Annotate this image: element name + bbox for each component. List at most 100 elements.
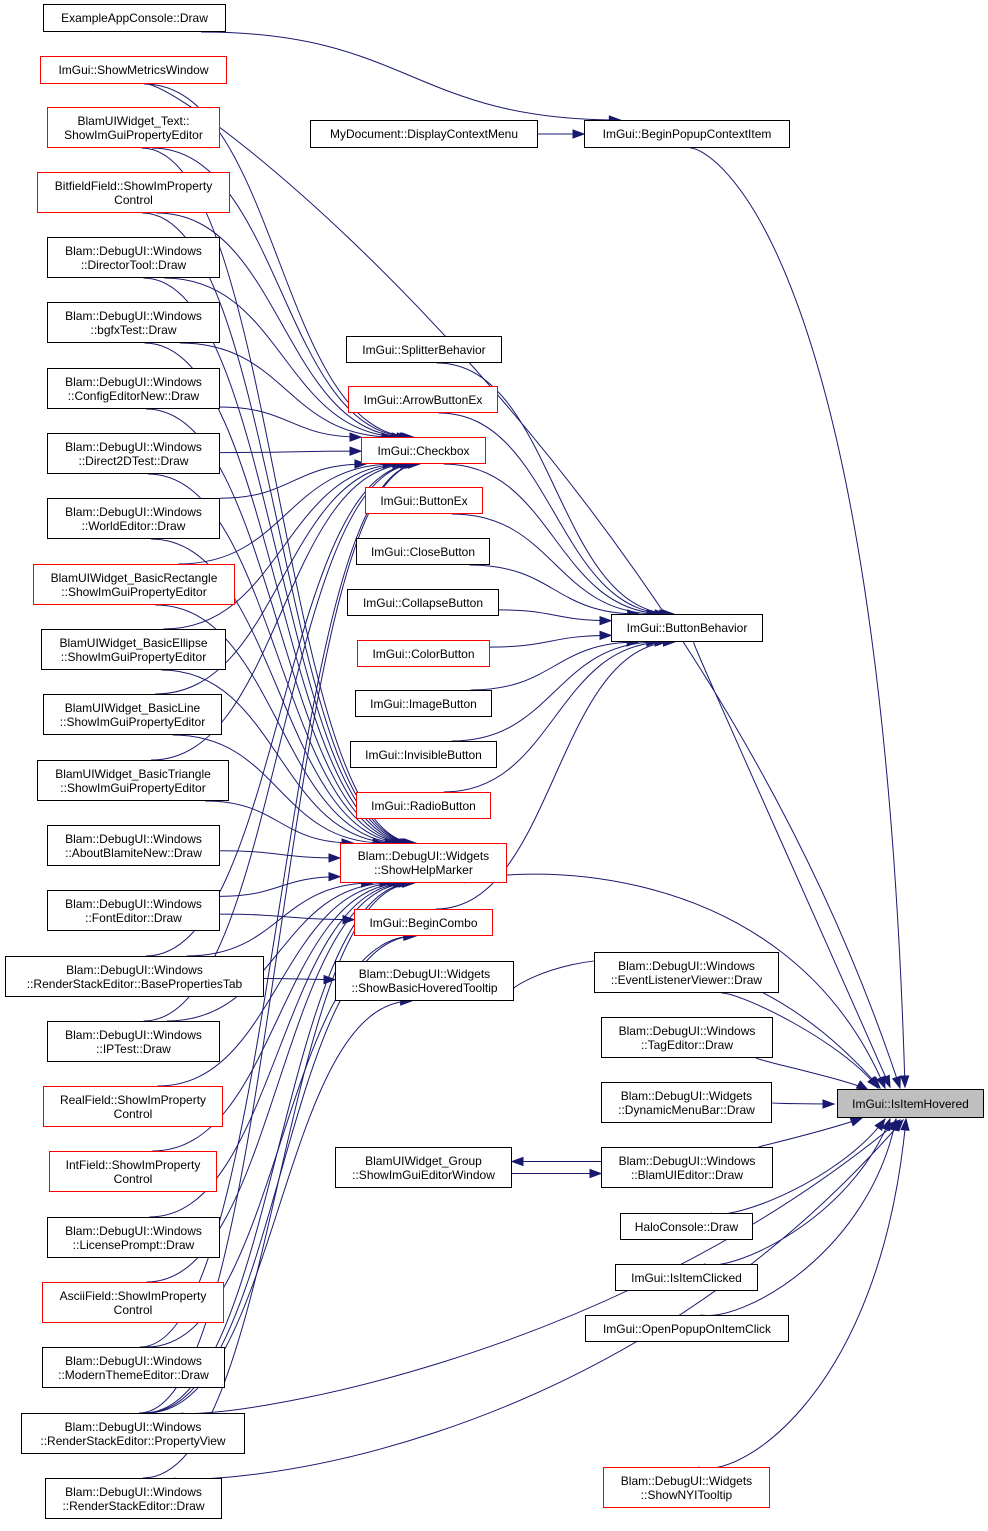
node-splitter-behavior[interactable]: ImGui::SplitterBehavior <box>346 336 502 363</box>
node-label: ImGui::IsItemClicked <box>631 1270 742 1285</box>
node-begin-combo[interactable]: ImGui::BeginCombo <box>354 909 493 936</box>
node-label: ImGui::CollapseButton <box>362 595 484 610</box>
node-show-basic-hovered-tooltip[interactable]: Blam::DebugUI::Widgets ::ShowBasicHovere… <box>335 961 514 1001</box>
edge-basic-triangle-to-checkbox <box>151 463 412 761</box>
node-label: Blam::DebugUI::Windows ::Direct2DTest::D… <box>65 439 202 468</box>
node-render-stack-draw[interactable]: Blam::DebugUI::Windows ::RenderStackEdit… <box>45 1478 222 1519</box>
edge-invisible-button-to-button-behavior <box>451 641 658 742</box>
node-my-document[interactable]: MyDocument::DisplayContextMenu <box>310 120 538 148</box>
node-direct2-d-test[interactable]: Blam::DebugUI::Windows ::Direct2DTest::D… <box>47 433 220 474</box>
node-checkbox[interactable]: ImGui::Checkbox <box>361 437 486 464</box>
node-open-popup-on-item-click[interactable]: ImGui::OpenPopupOnItemClick <box>585 1315 789 1342</box>
node-label: Blam::DebugUI::Windows ::ModernThemeEdit… <box>58 1353 209 1382</box>
node-is-item-clicked[interactable]: ImGui::IsItemClicked <box>615 1264 758 1291</box>
edge-direct2-d-test-to-checkbox <box>219 450 362 454</box>
node-font-editor[interactable]: Blam::DebugUI::Windows ::FontEditor::Dra… <box>47 890 220 931</box>
arrowhead-open-popup-on-item-click-to-focus <box>889 1117 899 1132</box>
edge-basic-rectangle-to-checkbox <box>178 463 395 565</box>
node-label: ImGui::ColorButton <box>372 646 475 661</box>
node-event-listener-viewer[interactable]: Blam::DebugUI::Windows ::EventListenerVi… <box>594 952 779 993</box>
node-label: ExampleAppConsole::Draw <box>61 11 208 25</box>
focus-node-is-item-hovered: ImGui::IsItemHovered <box>837 1089 984 1118</box>
node-label: Blam::DebugUI::Windows ::RenderStackEdit… <box>62 1484 205 1513</box>
edge-bgfx-test-to-checkbox <box>179 342 393 438</box>
node-label: RealField::ShowImProperty Control <box>59 1092 207 1121</box>
node-int-field[interactable]: IntField::ShowImProperty Control <box>49 1151 217 1192</box>
edge-ascii-field-to-show-help-marker <box>146 882 411 1283</box>
node-image-button[interactable]: ImGui::ImageButton <box>355 690 492 717</box>
node-basic-rectangle[interactable]: BlamUIWidget_BasicRectangle ::ShowImGuiP… <box>33 564 235 605</box>
node-label: ImGui::ImageButton <box>370 696 477 711</box>
node-ascii-field[interactable]: AsciiField::ShowImProperty Control <box>42 1282 224 1323</box>
arrowhead-direct2-d-test-to-checkbox <box>349 446 363 456</box>
node-label: Blam::DebugUI::Widgets ::ShowBasicHovere… <box>351 967 498 995</box>
node-base-properties-tab[interactable]: Blam::DebugUI::Windows ::RenderStackEdit… <box>5 956 264 997</box>
edge-world-editor-to-show-help-marker <box>150 538 407 844</box>
edge-config-editor-new-to-checkbox <box>219 406 362 438</box>
node-label: BlamUIWidget_BasicLine ::ShowImGuiProper… <box>59 700 206 729</box>
node-label: ImGui::RadioButton <box>371 798 476 813</box>
arrowhead-world-editor-to-checkbox <box>354 459 368 469</box>
node-label: Blam::DebugUI::Windows ::BlamUIEditor::D… <box>618 1153 756 1182</box>
node-ui-group[interactable]: BlamUIWidget_Group ::ShowImGuiEditorWind… <box>335 1147 512 1188</box>
node-close-button[interactable]: ImGui::CloseButton <box>356 538 490 565</box>
node-blam-u-i-editor[interactable]: Blam::DebugUI::Windows ::BlamUIEditor::D… <box>601 1147 773 1188</box>
node-bgfx-test[interactable]: Blam::DebugUI::Windows ::bgfxTest::Draw <box>47 302 220 343</box>
node-begin-popup-context-item[interactable]: ImGui::BeginPopupContextItem <box>584 120 790 148</box>
node-label: HaloConsole::Draw <box>634 1219 739 1234</box>
edge-license-prompt-to-show-help-marker <box>149 882 409 1218</box>
edge-direct2-d-test-to-show-help-marker <box>148 473 410 844</box>
node-arrow-button-ex[interactable]: ImGui::ArrowButtonEx <box>348 386 498 413</box>
node-basic-line[interactable]: BlamUIWidget_BasicLine ::ShowImGuiProper… <box>43 694 222 735</box>
node-example-app-console[interactable]: ExampleAppConsole::Draw <box>43 4 226 32</box>
edge-checkbox-to-button-behavior <box>443 463 667 615</box>
node-show-n-y-i-tooltip[interactable]: Blam::DebugUI::Widgets ::ShowNYITooltip <box>603 1467 770 1508</box>
edge-base-properties-tab-to-show-help-marker <box>186 882 373 957</box>
edge-about-blamite-to-show-help-marker <box>219 850 341 859</box>
arrowhead-show-metrics-window-to-focus <box>891 1075 901 1090</box>
node-radio-button[interactable]: ImGui::RadioButton <box>356 792 491 819</box>
node-real-field[interactable]: RealField::ShowImProperty Control <box>43 1086 223 1127</box>
edge-color-button-to-button-behavior <box>489 634 612 648</box>
arrowhead-blam-u-i-editor-to-ui-group <box>510 1156 524 1167</box>
node-collapse-button[interactable]: ImGui::CollapseButton <box>347 589 499 616</box>
edge-example-app-console-to-begin-popup-context-item <box>201 31 621 121</box>
node-about-blamite[interactable]: Blam::DebugUI::Windows ::AboutBlamiteNew… <box>47 825 220 866</box>
node-modern-theme-editor[interactable]: Blam::DebugUI::Windows ::ModernThemeEdit… <box>42 1347 225 1388</box>
node-dynamic-menu-bar[interactable]: Blam::DebugUI::Widgets ::DynamicMenuBar:… <box>601 1082 772 1123</box>
node-config-editor-new[interactable]: Blam::DebugUI::Windows ::ConfigEditorNew… <box>47 368 220 409</box>
edge-ip-test-to-show-help-marker <box>166 882 392 1022</box>
edge-event-listener-viewer-to-focus <box>721 992 879 1089</box>
node-basic-ellipse[interactable]: BlamUIWidget_BasicEllipse ::ShowImGuiPro… <box>41 629 226 670</box>
arrowhead-blam-u-i-editor-to-focus <box>849 1117 864 1127</box>
node-license-prompt[interactable]: Blam::DebugUI::Windows ::LicensePrompt::… <box>47 1217 220 1258</box>
node-show-help-marker[interactable]: Blam::DebugUI::Widgets ::ShowHelpMarker <box>340 843 507 883</box>
node-show-metrics-window[interactable]: ImGui::ShowMetricsWindow <box>40 56 227 84</box>
node-tag-editor[interactable]: Blam::DebugUI::Windows ::TagEditor::Draw <box>601 1017 773 1058</box>
edge-image-button-to-button-behavior <box>470 641 639 691</box>
node-label: ImGui::CloseButton <box>370 544 476 559</box>
node-label: Blam::DebugUI::Windows ::RenderStackEdit… <box>40 1419 226 1448</box>
edge-begin-popup-context-item-to-focus <box>690 147 906 1088</box>
node-ui-text[interactable]: BlamUIWidget_Text:: ShowImGuiPropertyEdi… <box>47 107 220 148</box>
edge-property-view-to-show-basic-hovered-tooltip <box>146 1000 412 1414</box>
node-invisible-button[interactable]: ImGui::InvisibleButton <box>350 741 497 768</box>
edge-basic-rectangle-to-show-help-marker <box>155 604 403 844</box>
node-halo-console[interactable]: HaloConsole::Draw <box>620 1213 753 1240</box>
arrowhead-ui-group-to-blam-u-i-editor <box>589 1168 603 1179</box>
node-color-button[interactable]: ImGui::ColorButton <box>357 640 490 667</box>
node-ip-test[interactable]: Blam::DebugUI::Windows ::IPTest::Draw <box>47 1021 220 1062</box>
node-label: ImGui::Checkbox <box>377 443 470 458</box>
edge-close-button-to-button-behavior <box>469 564 639 615</box>
node-property-view[interactable]: Blam::DebugUI::Windows ::RenderStackEdit… <box>21 1413 245 1454</box>
node-director-tool[interactable]: Blam::DebugUI::Windows ::DirectorTool::D… <box>47 237 220 278</box>
node-bitfield-field[interactable]: BitfieldField::ShowImProperty Control <box>37 172 230 213</box>
node-label: BitfieldField::ShowImProperty Control <box>54 178 213 207</box>
node-world-editor[interactable]: Blam::DebugUI::Windows ::WorldEditor::Dr… <box>47 498 220 539</box>
node-button-behavior[interactable]: ImGui::ButtonBehavior <box>611 614 763 642</box>
node-label: Blam::DebugUI::Windows ::IPTest::Draw <box>65 1027 202 1056</box>
edge-show-metrics-window-to-focus <box>143 83 901 1089</box>
node-basic-triangle[interactable]: BlamUIWidget_BasicTriangle ::ShowImGuiPr… <box>37 760 229 801</box>
node-button-ex[interactable]: ImGui::ButtonEx <box>365 487 483 514</box>
